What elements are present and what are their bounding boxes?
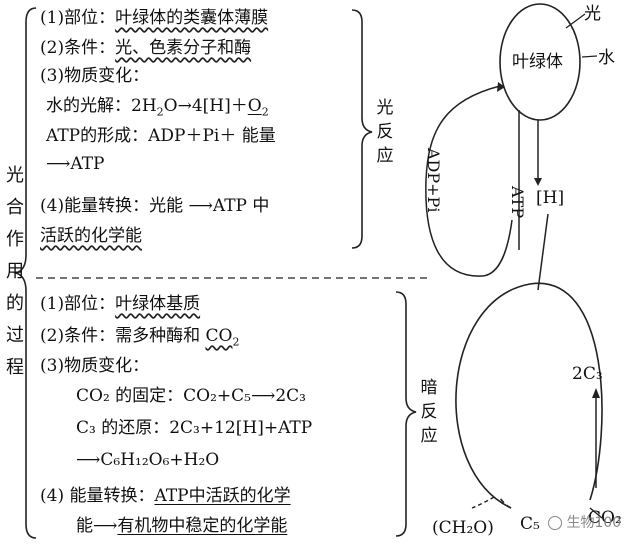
c3-label: 2C₃: [572, 364, 603, 384]
chloroplast-ellipse: [499, 3, 581, 121]
atp-label: ATP: [508, 186, 527, 219]
watermark: 生物100: [548, 512, 621, 532]
dark-line-1: (1)部位：叶绿体基质: [40, 294, 201, 314]
dark-line-7: (4) 能量转换：ATP中活跃的化学: [40, 486, 291, 506]
dark-line-3: (3)物质变化：: [40, 356, 150, 376]
dark-reaction-label: 暗反应: [420, 378, 438, 446]
side-char: 的: [6, 293, 24, 314]
dark-line-4: CO₂ 的固定：CO₂+C₅⟶2C₃: [76, 386, 306, 406]
light-line-6: ⟶ATP: [46, 154, 105, 174]
side-title: 光 合 作 用 的 过 程: [4, 160, 26, 384]
dark-line-8: 能⟶有机物中稳定的化学能: [76, 516, 288, 536]
calvin-ellipse: [455, 282, 603, 509]
main-brace: [13, 7, 37, 539]
side-char: 程: [6, 357, 24, 378]
c5-label: C₅: [520, 514, 540, 534]
side-char: 用: [6, 261, 24, 282]
light-reaction-label: 光反应: [376, 98, 394, 166]
dark-brace: [395, 291, 417, 537]
light-line-8: 活跃的化学能: [40, 226, 142, 246]
side-char: 光: [6, 165, 24, 186]
light-line-4: 水的光解：2H2O→4[H]＋O2: [46, 96, 269, 119]
light-line-1: (1)部位：叶绿体的类囊体薄膜: [40, 8, 269, 28]
side-char: 合: [6, 197, 24, 218]
light-line-2: (2)条件：光、色素分子和酶: [40, 38, 252, 58]
light-line-3: (3)物质变化：: [40, 66, 150, 86]
dark-line-5: C₃ 的还原：2C₃+12[H]+ATP: [76, 418, 313, 438]
co2-label: CO₂: [588, 508, 622, 528]
light-line-5: ATP的形成：ADP＋Pi＋ 能量: [46, 126, 276, 146]
wechat-icon: [548, 516, 562, 530]
light-line-7: (4)能量转换：光能 ⟶ATP 中: [40, 196, 270, 216]
light-brace: [351, 9, 373, 249]
chloroplast-label: 叶绿体: [512, 52, 563, 72]
dark-line-2: (2)条件：需多种酶和 CO2: [40, 326, 240, 349]
h-label: [H]: [536, 188, 565, 208]
adp-pi-label: ADP+Pi: [424, 148, 443, 213]
dark-line-6: ⟶C₆H₁₂O₆+H₂O: [76, 450, 220, 470]
ch2o-label: (CH₂O): [432, 518, 494, 538]
adp-loop: [425, 85, 513, 277]
light-source-label: 光: [584, 4, 601, 24]
side-char: 作: [6, 229, 24, 250]
water-label: 水: [598, 48, 615, 68]
side-char: 过: [6, 325, 24, 346]
